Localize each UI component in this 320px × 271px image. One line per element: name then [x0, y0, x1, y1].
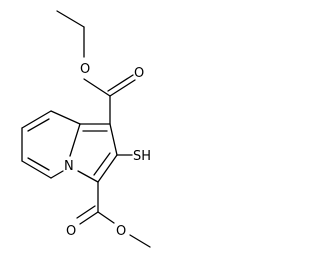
- bond-ether-o-to-methyl: [129, 234, 151, 248]
- bond-ethyl-ch3: [56, 10, 85, 28]
- bond-carbonyl-double-lower-a: [79, 211, 99, 225]
- bond-ring-c8-c7-inner: [27, 118, 50, 132]
- bonds: [21, 10, 151, 248]
- bond-carbonyl-double-upper-b: [107, 74, 134, 92]
- atom-labels: O O SH N O O: [64, 62, 151, 239]
- bond-ring-c5-n: [50, 170, 64, 179]
- bond-carbonyl-double-upper-a: [109, 79, 136, 97]
- bond-ring-c6-c5-inner: [27, 157, 50, 171]
- thiol-sh-label: SH: [133, 149, 151, 164]
- oxygen-methyl-carbonyl-label: O: [66, 224, 76, 239]
- molecule-structure: O O SH N O O: [21, 10, 151, 248]
- bond-ring-c8-c7: [21, 110, 52, 129]
- bond-c2-c3-double-b: [93, 152, 111, 176]
- nitrogen-bridge-label: N: [64, 159, 74, 174]
- bond-ether-o-to-carbonyl-c: [83, 78, 111, 97]
- bond-ring-c6-c5: [21, 160, 52, 179]
- oxygen-methyl-ether-label: O: [116, 224, 126, 239]
- bond-c3-n: [77, 170, 99, 183]
- bond-ring-c8a-c8: [50, 110, 81, 125]
- oxygen-ethyl-carbonyl-label: O: [134, 66, 144, 81]
- bond-carbonyl-double-lower-b: [76, 205, 96, 219]
- bond-ring-n-c8a: [69, 123, 81, 157]
- bond-c2-c3-double-a: [97, 154, 118, 183]
- bond-carbonyl-to-ether-o: [97, 211, 115, 224]
- oxygen-ethyl-ether-label: O: [80, 62, 90, 77]
- bond-c1-c2: [109, 123, 118, 156]
